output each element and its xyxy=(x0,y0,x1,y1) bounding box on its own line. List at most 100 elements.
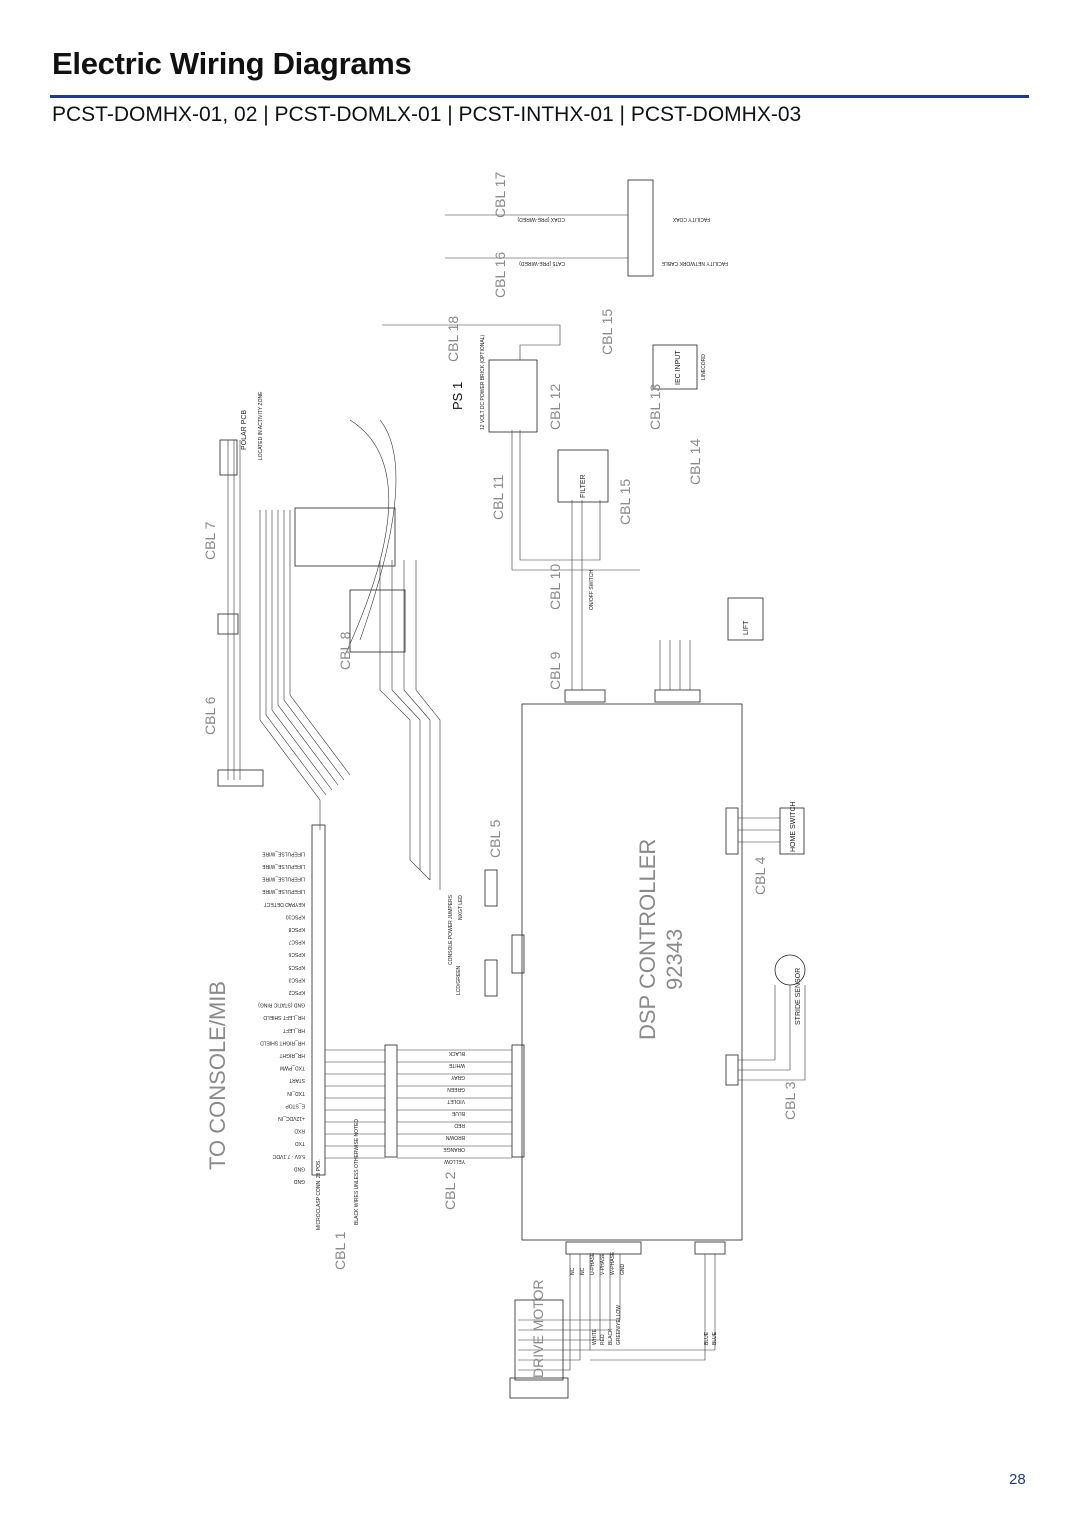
microclasp-label: MICROCLASP CONN. 28 POS. xyxy=(316,1159,322,1230)
polar-pcb-label: POLAR PCB xyxy=(241,410,248,450)
facility-coax-label: FACILITY COAX xyxy=(672,216,710,222)
console-pin-label-9: TXD_PWM xyxy=(280,1065,305,1071)
console-pin-label-2: 5.6V - 7.1VDC xyxy=(272,1153,305,1159)
motor-wire-label-4: BLUE xyxy=(704,1331,710,1345)
console-pin-label-17: KPSC5 xyxy=(288,964,305,970)
cbl2-wire-label-0: YELLOW xyxy=(444,1158,465,1164)
nxgt-led-label: NXGT LED xyxy=(458,895,464,920)
cbl7-label: CBL 7 xyxy=(202,521,218,560)
iec-input-box xyxy=(652,344,698,390)
home-switch-label: HOME SWITCH xyxy=(790,801,797,852)
dsp-controller-box xyxy=(521,703,743,1241)
console-pin-label-18: KPSC6 xyxy=(288,951,305,957)
cbl2-wire-label-4: BLUE xyxy=(451,1110,465,1116)
cbl2-wire-label-6: GREEN xyxy=(447,1086,465,1092)
console-jumpers-label: CONSOLE POWER JUMPERS xyxy=(448,894,454,965)
power-brick-label: 12 VOLT DC POWER BRICK (OPTIONAL) xyxy=(480,335,486,430)
facility-plate xyxy=(627,179,654,277)
console-pin-label-11: HR_RIGHT SHIELD xyxy=(260,1039,305,1045)
console-pin-label-24: LIFEPULSE_WIRE xyxy=(262,876,305,882)
console-pin-label-26: LIFEPULSE_WIRE xyxy=(262,850,305,856)
page-title: Electric Wiring Diagrams xyxy=(52,46,412,81)
console-pin-label-13: HR_LEFT SHIELD xyxy=(263,1014,305,1020)
motor-pin-label-3: V-PHASE xyxy=(600,1253,606,1275)
console-pin-label-12: HR_LEFT xyxy=(283,1027,305,1033)
lcd-green-label: LCD/GREEN xyxy=(456,965,462,995)
home-switch-box xyxy=(779,807,805,855)
title-rule xyxy=(50,95,1029,98)
console-label: TO CONSOLE/MIB xyxy=(205,981,230,1170)
console-pin-label-0: GND xyxy=(294,1178,306,1184)
motor-pin-label-4: W-PHASE xyxy=(610,1251,616,1275)
console-pin-label-14: GND (STATIC RING) xyxy=(258,1002,305,1008)
cbl1-label: CBL 1 xyxy=(332,1231,348,1270)
motor-pin-label-2: U-PHASE xyxy=(590,1252,596,1275)
cbl2-wire-label-5: VIOLET xyxy=(447,1098,465,1104)
motor-wire-label-5: BLUE xyxy=(712,1331,718,1345)
cat5-prewired-label: CAT5 (PRE-WIRED) xyxy=(519,260,565,266)
motor-pin-label-0: NC xyxy=(570,1267,576,1275)
cbl15-label: CBL 15 xyxy=(599,309,615,355)
controller-part-label: 92343 xyxy=(662,929,687,990)
on-off-switch-label: ON/OFF SWITCH xyxy=(589,570,595,610)
console-pin-label-23: LIFEPULSE_WIRE xyxy=(262,888,305,894)
power-brick-box xyxy=(488,359,538,433)
black-wires-note: BLACK WIRES UNLESS OTHERWISE NOTED xyxy=(354,1119,360,1225)
console-pin-label-1: GND xyxy=(294,1165,306,1171)
console-pin-label-15: KPSC2 xyxy=(288,989,305,995)
cbl9-label: CBL 9 xyxy=(547,651,563,690)
cbl15b-label: CBL 15 xyxy=(617,479,633,525)
cbl4-label: CBL 4 xyxy=(752,856,768,895)
console-pin-label-21: KPSC10 xyxy=(286,913,305,919)
filter-label: FILTER xyxy=(580,474,587,498)
cbl2-wire-label-9: BLACK xyxy=(448,1050,465,1056)
console-pin-label-5: +12VDC_IN xyxy=(278,1115,305,1121)
console-pin-label-20: KPSC8 xyxy=(288,926,305,932)
cbl2-wire-label-2: BROWN xyxy=(445,1134,465,1140)
motor-pin-label-5: GND xyxy=(620,1264,626,1276)
cbl11-label: CBL 11 xyxy=(490,475,506,520)
cbl2-wire-label-8: WHITE xyxy=(448,1062,465,1068)
cbl6-label: CBL 6 xyxy=(202,696,218,735)
coax-prewired-label: COAX (PRE-WIRED) xyxy=(517,216,565,222)
ps1-label: PS 1 xyxy=(450,382,465,410)
console-pin-label-8: START xyxy=(289,1077,305,1083)
page-number: 28 xyxy=(1009,1471,1026,1488)
console-connector xyxy=(311,824,326,1176)
motor-wire-label-0: WHITE xyxy=(592,1328,598,1345)
cbl12-label: CBL 12 xyxy=(547,384,563,430)
stride-sensor-label: STRIDE SENSOR xyxy=(795,968,802,1025)
console-pin-label-7: TXD_IN xyxy=(287,1090,305,1096)
controller-label: DSP CONTROLLER xyxy=(635,839,660,1040)
polar-pcb-box xyxy=(219,439,238,476)
cbl2-wire-label-1: ORANGE xyxy=(443,1146,465,1152)
linecord-label: LINECORD xyxy=(701,354,707,380)
cbl5-label: CBL 5 xyxy=(487,819,503,858)
console-pin-label-4: RXD xyxy=(294,1128,305,1134)
console-pin-label-22: KEYPAD DETECT xyxy=(264,901,305,907)
console-pin-label-19: KPSC7 xyxy=(288,939,305,945)
cbl8-label: CBL 8 xyxy=(337,631,353,670)
cbl2-wire-label-3: RED xyxy=(454,1122,465,1128)
cbl2-wire-label-7: GRAY xyxy=(451,1074,465,1080)
motor-wire-label-2: BLACK xyxy=(608,1328,614,1345)
cbl16-label: CBL 16 xyxy=(492,252,508,298)
motor-wire-label-1: RED xyxy=(600,1334,606,1345)
console-pin-label-25: LIFEPULSE_WIRE xyxy=(262,863,305,869)
filter-box xyxy=(557,449,609,503)
cbl3-label: CBL 3 xyxy=(782,1081,798,1120)
cbl17-label: CBL 17 xyxy=(492,172,508,218)
cbl10-label: CBL 10 xyxy=(547,564,563,610)
polar-location-label: LOCATED IN ACTIVITY ZONE xyxy=(258,391,264,460)
iec-input-label: IEC INPUT xyxy=(675,350,682,385)
console-pin-label-16: KPSC3 xyxy=(288,976,305,982)
facility-network-label: FACILITY NETWORK CABLE xyxy=(661,260,728,266)
page-subtitle: PCST-DOMHX-01, 02 | PCST-DOMLX-01 | PCST… xyxy=(52,103,802,126)
motor-wire-label-3: GREEN/YELLOW xyxy=(616,1305,622,1345)
drive-motor-label: DRIVE MOTOR xyxy=(530,1279,546,1378)
cbl13-label: CBL 13 xyxy=(647,384,663,430)
lift-box xyxy=(727,597,764,641)
cbl14-label: CBL 14 xyxy=(687,439,703,485)
console-pin-label-3: TXD xyxy=(295,1140,305,1146)
